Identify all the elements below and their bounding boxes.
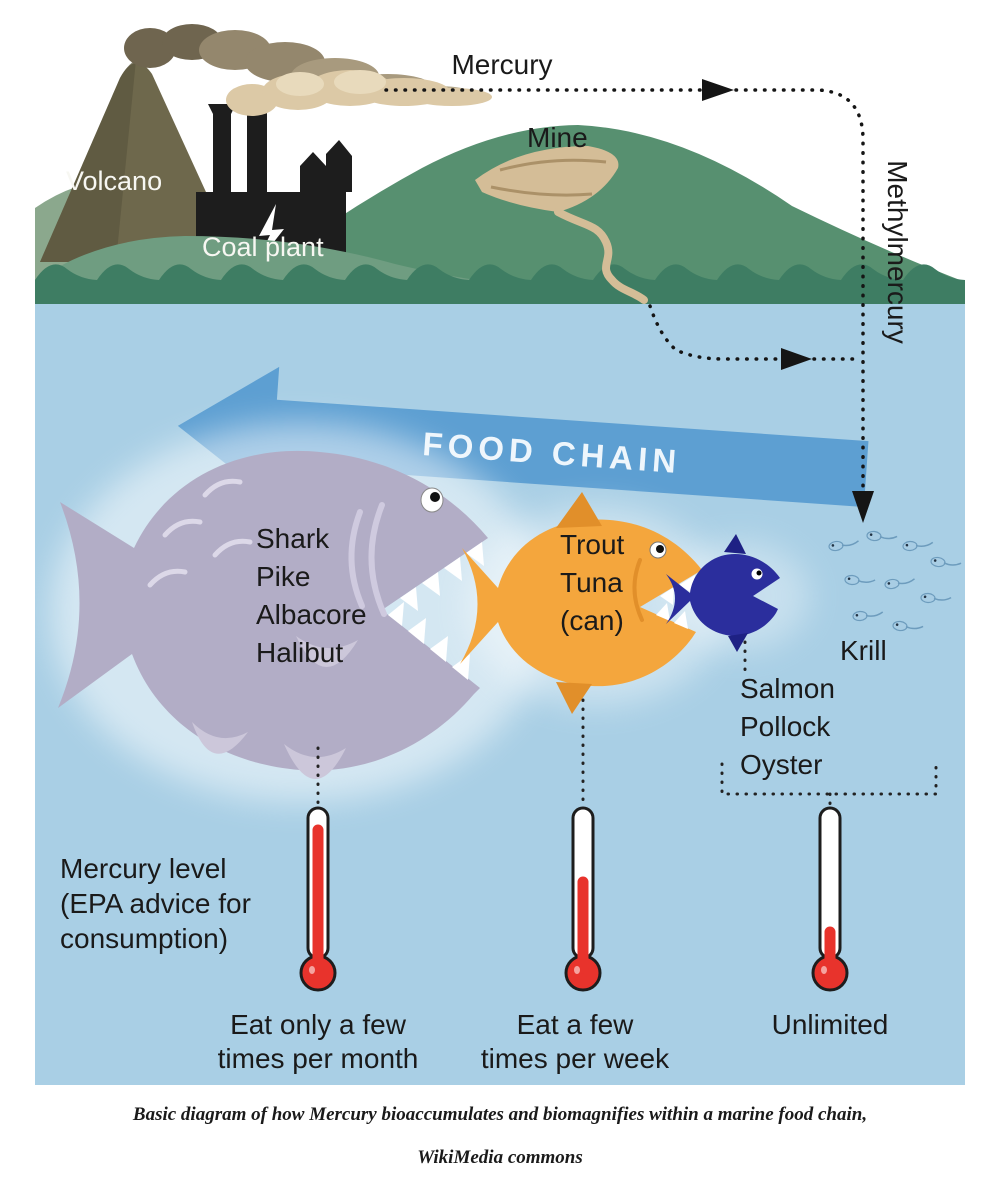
arrowhead-right-water [781,348,812,370]
volcano-label: Volcano [66,166,162,196]
mine [475,146,619,212]
mercury-arrowheads [702,79,874,523]
mercury-path [384,88,865,492]
small-fish [666,534,780,652]
advice-2-line-2: times per week [481,1043,670,1074]
coal-plant-label: Coal plant [202,232,324,262]
large-fish-name-1: Shark [256,523,330,554]
small-fish-name-1: Salmon [740,673,835,704]
volcano [40,60,238,262]
arrowhead-right-top [702,79,734,101]
wave-band [35,264,965,304]
scale-marks [147,478,253,588]
large-fish: Shark Pike Albacore Halibut [58,450,488,780]
small-fish-name-2: Pollock [740,711,831,742]
advice-3-line-1: Unlimited [772,1009,889,1040]
coal-smoke [226,70,492,116]
mine-label: Mine [527,122,588,153]
large-fish-name-4: Halibut [256,637,343,668]
krill-label: Krill [840,635,887,666]
thermometer-large-fish [299,806,337,992]
thermometer-small-fish [811,806,849,992]
advice-1-line-1: Eat only a few [230,1009,407,1040]
lightning-bolt-icon [255,204,284,266]
advice-1-line-2: times per month [218,1043,419,1074]
medium-fish-name-3: (can) [560,605,624,636]
caption-line-2: WikiMedia commons [417,1147,583,1168]
thermometer-connectors [316,640,938,808]
heading-line-1: Mercury level [60,853,226,884]
medium-fish-name-1: Trout [560,529,625,560]
river [554,208,648,304]
mercury-level-heading: Mercury level (EPA advice for consumptio… [60,853,251,954]
small-fish-name-3: Oyster [740,749,822,780]
medium-fish: Trout Tuna (can) [460,492,702,714]
medium-fish-name-2: Tuna [560,567,623,598]
arrowhead-down [852,491,874,523]
advice-2-line-1: Eat a few [517,1009,635,1040]
large-fish-name-3: Albacore [256,599,367,630]
caption-line-1: Basic diagram of how Mercury bioaccumula… [132,1104,868,1125]
heading-line-2: (EPA advice for [60,888,251,919]
diagram-canvas: FOOD CHAIN [35,24,965,1085]
consumption-advice-labels: Eat only a few times per month Eat a few… [218,1009,889,1074]
mercury-label: Mercury [451,49,552,80]
teeth [388,542,484,680]
gill-marks [348,502,387,617]
heading-line-3: consumption) [60,923,228,954]
image-caption: Basic diagram of how Mercury bioaccumula… [0,1090,1000,1169]
main-hill [250,125,965,282]
small-fish-names: Salmon Pollock Oyster [740,673,835,780]
krill-swarm [828,530,962,632]
methylmercury-label: Methylmercury [882,160,913,344]
large-fish-name-2: Pike [256,561,310,592]
thermometer-medium-fish [564,806,602,992]
